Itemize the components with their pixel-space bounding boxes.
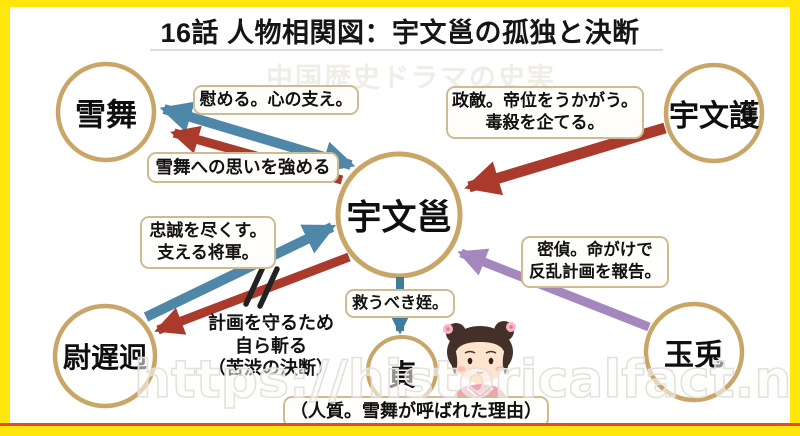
label-rival-line2: 毒殺を企てる。 [485, 113, 605, 133]
node-label-yuwenhu: 宇文護 [669, 100, 759, 133]
arrow-yutu-to-yuwenyong [457, 248, 651, 332]
node-circle-yuchijiong [52, 303, 158, 409]
label-rival-line1: 政敵。帝位をうかがう。 [452, 91, 638, 110]
label-rival: 政敵。帝位をうかがう。 毒殺を企てる。 [446, 86, 644, 139]
frame-left [0, 0, 10, 436]
node-circle-yuwenhu [663, 62, 765, 164]
break-mark-slash-2 [257, 266, 280, 309]
label-niece: 救うべき姪。 [345, 289, 455, 319]
label-cut-line3: （苦渋の決断） [208, 358, 334, 378]
frame-bottom [0, 425, 800, 436]
label-cut-line2: 自ら斬る [235, 335, 307, 356]
node-circle-yuwenyong [335, 151, 463, 279]
title-divider [150, 49, 663, 51]
label-loyalty-line1: 忠誠を尽くす。 [149, 221, 267, 240]
node-circle-yutu [643, 301, 745, 403]
frame-top [0, 0, 800, 7]
label-cut-line1: 計画を守るため [208, 313, 334, 333]
label-cut-decision: 計画を守るため 自ら斬る （苦渋の決断） [190, 312, 352, 380]
label-longing: 雪舞への思いを強める [147, 152, 339, 184]
label-hostage: （人質。雪舞が呼ばれた理由） [283, 396, 549, 428]
label-loyalty: 忠誠を尽くす。 支える将軍。 [140, 216, 276, 269]
node-circle-xuewu [55, 61, 157, 163]
label-loyalty-line2: 支える将軍。 [157, 243, 259, 263]
node-label-xuewu: 雪舞 [75, 97, 137, 133]
arrow-yuchijiong-to-yuwenyong [143, 222, 337, 322]
label-spy-line1: 密偵。命がけで [537, 241, 653, 259]
break-mark-slash-1 [243, 264, 266, 307]
node-label-yuwenyong: 宇文邕 [346, 198, 452, 238]
label-spy: 密偵。命がけで 反乱計画を報告。 [521, 236, 669, 288]
frame-bottom-accent-line [0, 423, 800, 426]
frame-right [790, 0, 800, 436]
node-label-yutu: 玉兎 [664, 339, 724, 372]
node-label-zhen: 貞 [387, 360, 417, 392]
page-title: 16話 人物相関図：宇文邕の孤独と決断 [160, 18, 640, 48]
break-mark [243, 264, 280, 309]
label-comfort: 慰める。心の支え。 [193, 85, 359, 116]
node-label-yuchijiong: 尉遅迥 [62, 342, 148, 373]
label-spy-line2: 反乱計画を報告。 [529, 262, 661, 281]
